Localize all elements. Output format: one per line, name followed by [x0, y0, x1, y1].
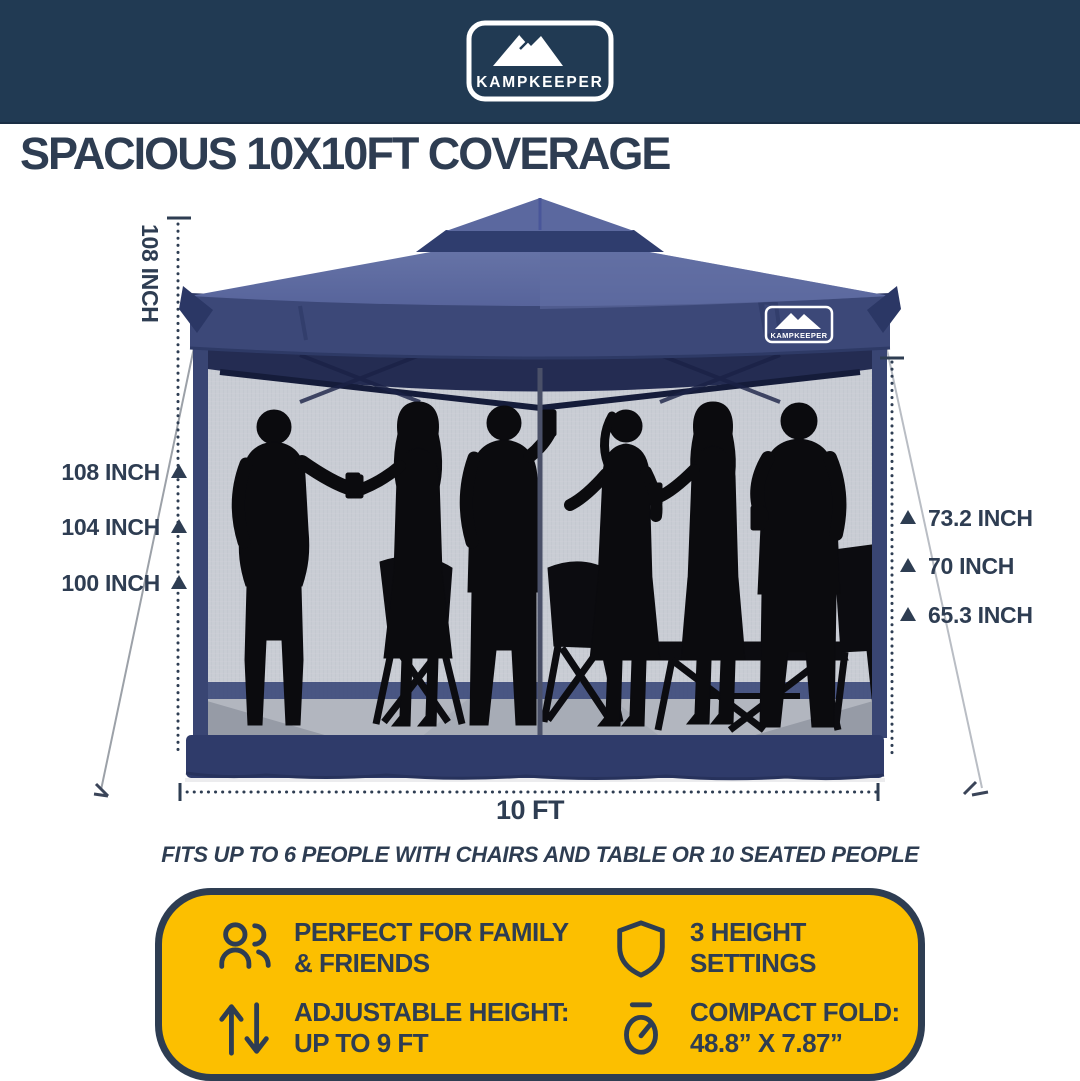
guy-rope-left — [93, 337, 197, 798]
people-silhouettes — [231, 401, 847, 728]
feature-line: ADJUSTABLE HEIGHT: — [294, 997, 570, 1027]
corner-cap-right — [867, 286, 901, 333]
height-label-104: 104 INCH — [61, 514, 160, 540]
ground-shadow — [185, 778, 885, 782]
wall-label-70: 70 INCH — [928, 553, 1015, 579]
dimension-annotations — [167, 216, 916, 801]
roof-vent — [416, 230, 664, 252]
corner-post-right — [872, 330, 887, 738]
feature-line: 3 HEIGHT — [690, 917, 806, 947]
stopwatch-icon — [624, 1002, 658, 1055]
person-silhouette — [648, 401, 746, 725]
feature-height-settings: 3 HEIGHT SETTINGS — [610, 917, 817, 981]
person-silhouette — [349, 401, 453, 727]
people-icon — [219, 922, 271, 969]
width-label: 10 FT — [495, 795, 565, 825]
top-banner: KAMPKEEPER — [0, 0, 1080, 124]
feature-line: & FRIENDS — [294, 947, 430, 978]
bottom-skirt — [185, 735, 885, 781]
mountain-ridge — [519, 33, 529, 50]
logo-frame — [466, 20, 614, 102]
person-silhouette — [564, 409, 663, 727]
brand-logo: KAMPKEEPER — [465, 19, 615, 103]
mountain-icon — [775, 313, 821, 329]
person-silhouette — [231, 409, 361, 726]
capacity-caption: FITS UP TO 6 PEOPLE WITH CHAIRS AND TABL… — [161, 842, 919, 867]
feature-compact-fold: COMPACT FOLD: 48.8” X 7.87” — [610, 997, 900, 1061]
feature-line: 48.8” X 7.87” — [690, 1027, 843, 1058]
feature-line: PERFECT FOR FAMILY — [294, 917, 569, 947]
corner-cap-left — [179, 286, 213, 333]
canopy-roof — [179, 198, 901, 333]
marker-triangle — [171, 575, 187, 589]
tent-diagram: KAMPKEEPER — [0, 190, 1080, 840]
shield-icon — [617, 920, 665, 978]
peak-height-label: 108 INCH — [137, 224, 163, 323]
feature-adjustable-height: ADJUSTABLE HEIGHT: UP TO 9 FT — [214, 997, 570, 1061]
wall-label-65: 65.3 INCH — [928, 602, 1033, 628]
marker-triangle — [900, 510, 916, 524]
brand-name: KAMPKEEPER — [476, 74, 603, 91]
tent-logo-patch: KAMPKEEPER — [764, 305, 834, 344]
page-title: SPACIOUS 10X10FT COVERAGE — [20, 128, 671, 179]
features-panel: PERFECT FOR FAMILY & FRIENDS 3 HEIGHT SE… — [155, 888, 925, 1081]
feature-line: SETTINGS — [690, 947, 817, 978]
mountain-icon — [493, 34, 563, 66]
canopy-valance — [189, 293, 891, 360]
width-ticks — [178, 783, 880, 801]
guy-rope-right — [883, 335, 989, 797]
person-silhouette — [459, 405, 557, 726]
tent-logo-text: KAMPKEEPER — [771, 331, 828, 340]
feature-line: COMPACT FOLD: — [690, 997, 900, 1027]
height-label-108: 108 INCH — [61, 459, 160, 485]
person-silhouette — [750, 402, 847, 728]
feature-line: UP TO 9 FT — [294, 1027, 429, 1058]
marker-triangle — [900, 607, 916, 621]
marker-triangle — [900, 558, 916, 572]
feature-family: PERFECT FOR FAMILY & FRIENDS — [214, 917, 569, 981]
height-label-100: 100 INCH — [61, 570, 160, 596]
marker-triangle — [171, 519, 187, 533]
marker-triangle — [171, 464, 187, 478]
corner-post-left — [193, 330, 208, 738]
arrows-up-down-icon — [219, 1002, 269, 1056]
wall-label-73: 73.2 INCH — [928, 505, 1033, 531]
